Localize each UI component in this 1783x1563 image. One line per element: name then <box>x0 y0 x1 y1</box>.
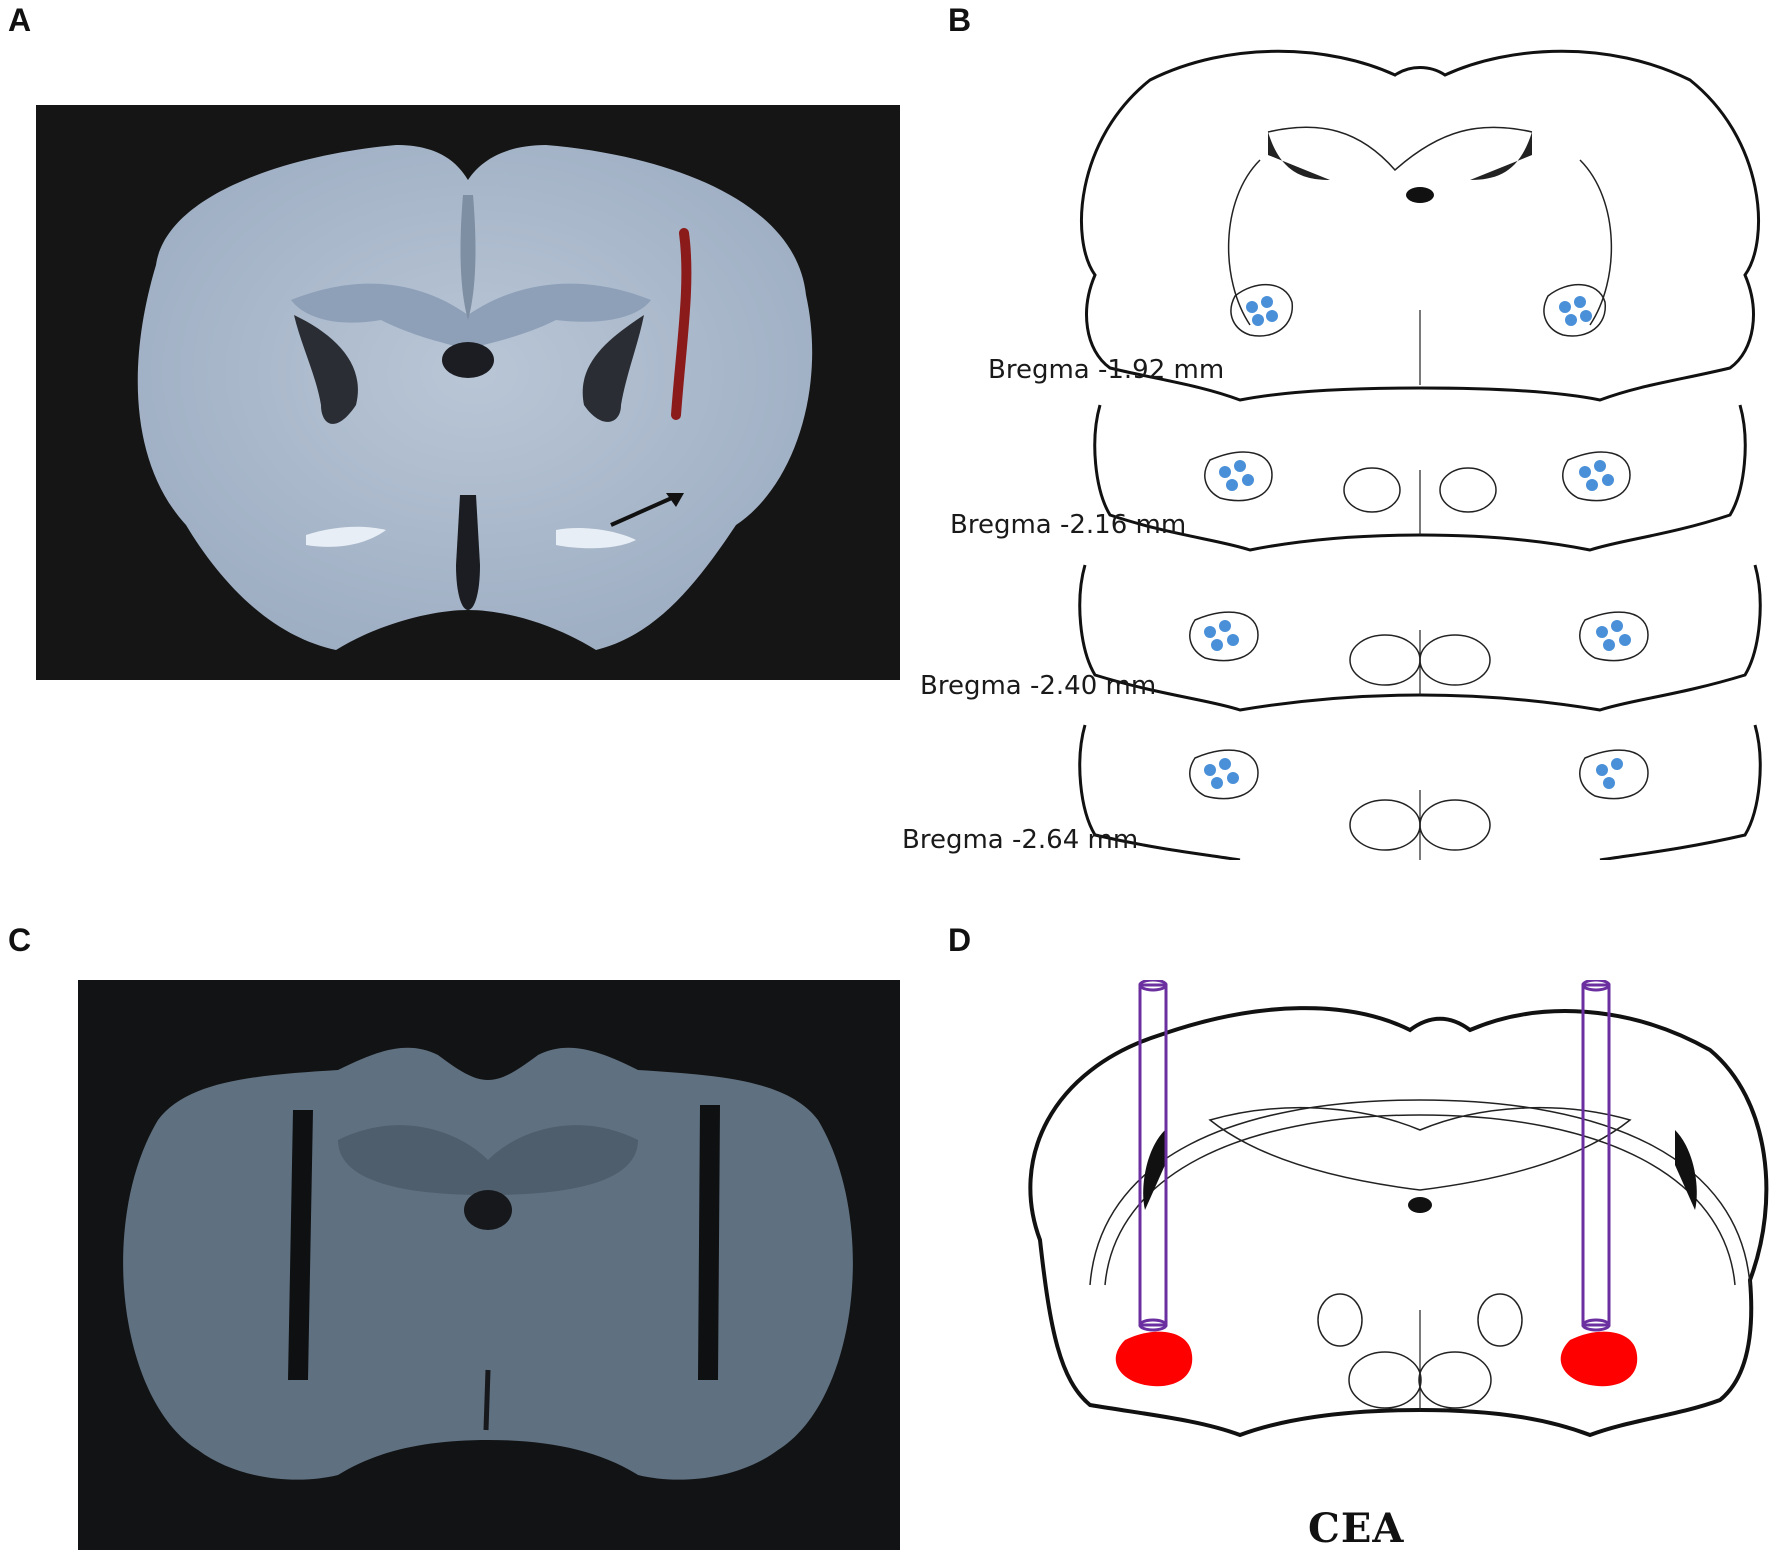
placement-dot <box>1219 758 1231 770</box>
panel-letter-d: D <box>948 922 972 958</box>
bregma-label-4: Bregma -2.64 mm <box>902 825 1139 855</box>
atlas-section-1 <box>1080 49 1760 402</box>
brain-outline-1 <box>1080 49 1760 402</box>
panel-letter-c: C <box>8 922 32 958</box>
bregma-label-2: Bregma -2.16 mm <box>950 510 1187 540</box>
panel-letter-a: A <box>8 2 32 38</box>
placement-dot <box>1242 474 1254 486</box>
placement-dot <box>1611 758 1623 770</box>
placement-dot <box>1565 314 1577 326</box>
amygdala-region <box>1230 283 1293 337</box>
placement-dot <box>1611 620 1623 632</box>
placement-dot <box>1603 639 1615 651</box>
placement-dot <box>1559 301 1571 313</box>
placement-dot <box>1619 634 1631 646</box>
placement-dot <box>1204 626 1216 638</box>
atlas-section-4 <box>1078 724 1762 860</box>
brain-outline-d <box>1028 1006 1769 1438</box>
placement-dot <box>1603 777 1615 789</box>
placement-dot <box>1226 479 1238 491</box>
atlas-panel-b <box>1078 49 1762 860</box>
cea-target-left <box>1115 1331 1193 1387</box>
slice-image-a <box>137 145 813 650</box>
slice-image-c <box>123 1047 853 1480</box>
placement-dot <box>1579 466 1591 478</box>
panel-letter-b: B <box>948 2 972 38</box>
arrow-line <box>610 495 675 527</box>
placement-dot <box>1211 639 1223 651</box>
brain-slice-photo-a <box>36 105 900 680</box>
cea-label: CEA <box>1308 1505 1405 1552</box>
placement-dot <box>1602 474 1614 486</box>
cannula-left <box>1138 983 1168 1327</box>
placement-dot <box>1246 301 1258 313</box>
brain-slice-photo-c <box>78 980 900 1550</box>
placement-dot <box>1574 296 1586 308</box>
brain-outline-4 <box>1078 724 1762 860</box>
placement-dot <box>1219 466 1231 478</box>
bregma-label-1: Bregma -1.92 mm <box>988 355 1225 385</box>
placement-dot <box>1219 620 1231 632</box>
atlas-section-3 <box>1078 564 1762 712</box>
placement-dot <box>1261 296 1273 308</box>
atlas-panel-d <box>1028 980 1769 1438</box>
placement-dot <box>1586 479 1598 491</box>
placement-dot <box>1234 460 1246 472</box>
bregma-label-3: Bregma -2.40 mm <box>920 671 1157 701</box>
atlas-section-2 <box>1093 404 1747 552</box>
placement-dot <box>1211 777 1223 789</box>
amygdala-region <box>1543 283 1606 337</box>
arrow-head <box>666 493 684 507</box>
placement-dot <box>1227 634 1239 646</box>
placement-dot <box>1227 772 1239 784</box>
placement-dot <box>1204 764 1216 776</box>
placement-dot <box>1266 310 1278 322</box>
placement-dot <box>1596 626 1608 638</box>
cea-target-right <box>1560 1331 1638 1387</box>
placement-dot <box>1594 460 1606 472</box>
placement-dot <box>1252 314 1264 326</box>
placement-dot <box>1596 764 1608 776</box>
cannula-right <box>1581 983 1611 1327</box>
placement-dot <box>1580 310 1592 322</box>
